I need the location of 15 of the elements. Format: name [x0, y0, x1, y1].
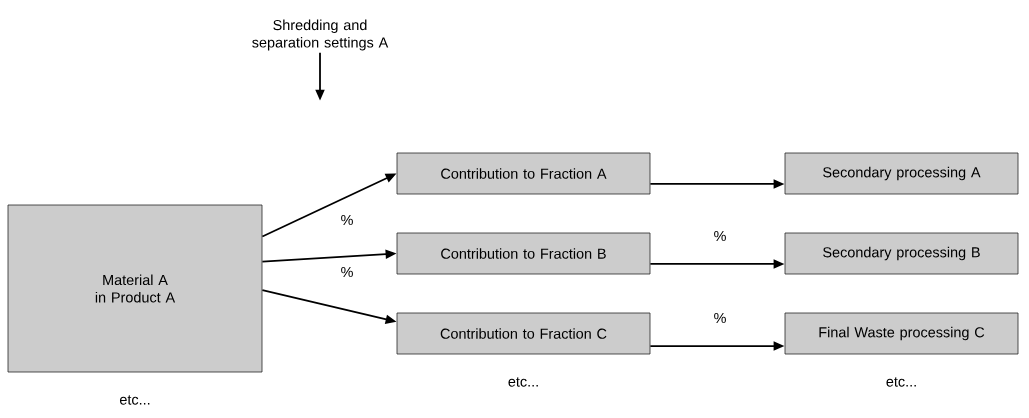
etc-label: etc... [508, 377, 538, 387]
etc-label: etc... [886, 377, 916, 387]
process-box: Final Waste processing C [784, 312, 1019, 355]
process-box: Secondary processing A [784, 152, 1019, 195]
process-box: Contribution to Fraction C [396, 312, 651, 355]
process-box: Contribution to Fraction A [396, 152, 651, 195]
process-box: Material A in Product A [7, 204, 263, 373]
percent-label: % [714, 230, 726, 242]
settings-label: Shredding and separation settings A [252, 19, 389, 51]
process-box: Secondary processing B [784, 232, 1019, 275]
etc-label: etc... [119, 395, 150, 405]
percent-label: % [714, 312, 726, 324]
percent-label: % [341, 214, 353, 226]
percent-label: % [341, 266, 353, 278]
process-box: Contribution to Fraction B [396, 232, 651, 275]
